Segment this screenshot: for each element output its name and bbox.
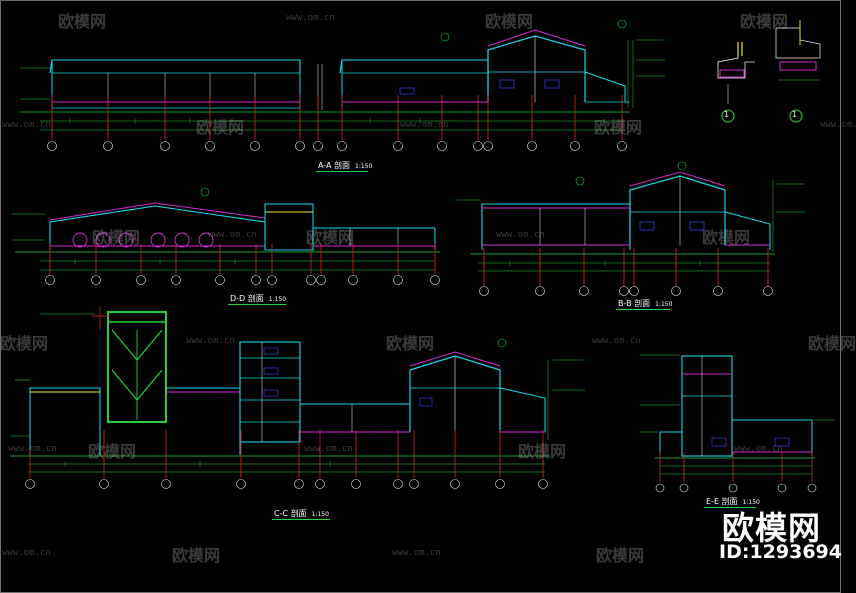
watermark-logo: 欧模网: [485, 12, 534, 31]
watermark-logo: 欧模网: [808, 334, 856, 353]
section-aa-underline: [316, 171, 368, 172]
watermark-logo: 欧模网: [596, 546, 645, 565]
section-aa-drawing: [20, 19, 665, 151]
watermark-logo: 欧模网: [702, 228, 751, 247]
watermark-url: www.om.cn: [2, 548, 51, 558]
section-ee-underline: [704, 507, 756, 508]
section-dd-drawing: [12, 187, 440, 285]
watermark-logo: 欧模网: [196, 118, 245, 137]
watermark-logo: 欧模网: [740, 12, 789, 31]
section-cc-underline: [272, 519, 330, 520]
section-ee-drawing: [640, 354, 835, 493]
section-bb-drawing: [455, 161, 805, 296]
watermark-url: www.om.cn: [592, 336, 641, 346]
detail-drawings: [717, 20, 821, 123]
watermark-url: www.om.cn: [820, 120, 856, 130]
watermark-logo: 欧模网: [594, 118, 643, 137]
section-cc-drawing: [10, 306, 585, 489]
watermark-url: www.om.cn: [304, 444, 353, 454]
watermark-url: www.om.cn: [208, 230, 257, 240]
watermark-url: www.om.cn: [8, 444, 57, 454]
section-dd-underline: [228, 304, 286, 305]
watermark-logo: 欧模网: [88, 442, 137, 461]
watermark-url: www.om.cn: [186, 336, 235, 346]
watermark-logo: 欧模网: [172, 546, 221, 565]
watermark-logo: 欧模网: [386, 334, 435, 353]
watermark-url: www.om.cn: [496, 230, 545, 240]
watermark-url: www.om.cn: [400, 120, 449, 130]
watermark-url: www.om.cn: [392, 548, 441, 558]
watermark-url: www.om.cn: [2, 120, 51, 130]
detail-1-label: 1: [724, 110, 730, 119]
brand-logo-text: 欧模网: [722, 509, 822, 547]
watermark-logo: 欧模网: [518, 442, 567, 461]
watermark-url: www.om.cn: [734, 444, 783, 454]
watermark-logo: 欧模网: [306, 228, 355, 247]
watermark-logo: 欧模网: [58, 12, 107, 31]
section-bb-underline: [616, 309, 670, 310]
watermark-logo: 欧模网: [0, 334, 49, 353]
watermark-url: www.om.cn: [286, 13, 335, 23]
model-id: ID:1293694: [719, 541, 842, 563]
watermark-logo: 欧模网: [92, 228, 141, 247]
detail-2-label: 1: [792, 110, 798, 119]
dimension-ticks: [64, 118, 701, 467]
